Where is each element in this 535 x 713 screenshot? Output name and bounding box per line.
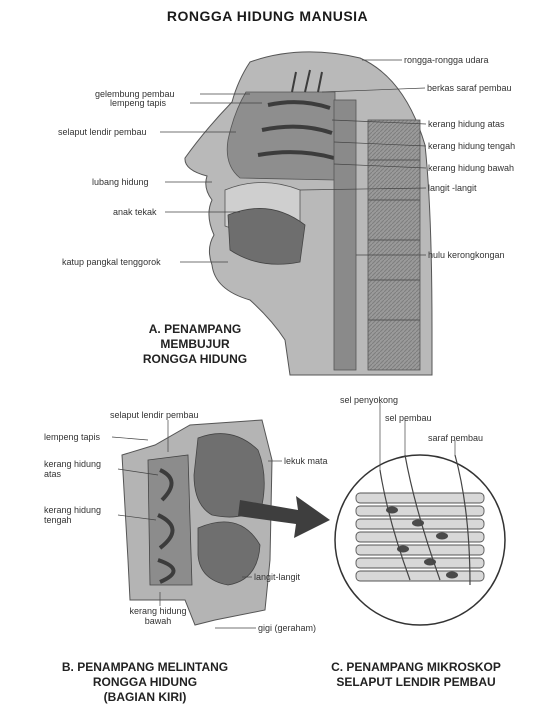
label-c-saraf-pembau: saraf pembau: [428, 433, 483, 443]
caption-c-line1: C. PENAMPANG MIKROSKOP: [300, 660, 532, 675]
caption-c: C. PENAMPANG MIKROSKOP SELAPUT LENDIR PE…: [300, 660, 532, 690]
label-lubang-hidung: lubang hidung: [92, 177, 149, 187]
caption-b-line2: RONGGA HIDUNG: [30, 675, 260, 690]
spine: [368, 120, 420, 370]
label-b-kerang-hidung-bawah: kerang hidung bawah: [118, 606, 198, 626]
caption-c-line2: SELAPUT LENDIR PEMBAU: [300, 675, 532, 690]
label-lempeng-tapis: lempeng tapis: [110, 98, 166, 108]
cell-layer: [356, 545, 484, 555]
label-b-lekuk-mata: lekuk mata: [284, 456, 328, 466]
label-langit-langit: langit -langit: [428, 183, 477, 193]
label-kerang-hidung-atas: kerang hidung atas: [428, 119, 505, 129]
cell-nucleus: [436, 533, 448, 540]
label-b-lempeng-tapis: lempeng tapis: [44, 432, 100, 442]
label-katup-pangkal-tenggorok: katup pangkal tenggorok: [62, 257, 161, 267]
caption-a: A. PENAMPANG MEMBUJUR RONGGA HIDUNG: [100, 322, 290, 367]
pharynx: [334, 100, 356, 370]
cell-layer: [356, 571, 484, 581]
caption-b-line3: (BAGIAN KIRI): [30, 690, 260, 705]
label-anak-tekak: anak tekak: [113, 207, 157, 217]
caption-b: B. PENAMPANG MELINTANG RONGGA HIDUNG (BA…: [30, 660, 260, 705]
label-hulu-kerongkongan: hulu kerongkongan: [428, 250, 505, 260]
microscope-view: [335, 455, 505, 625]
label-c-sel-pembau: sel pembau: [385, 413, 432, 423]
label-b-gigi-geraham: gigi (geraham): [258, 623, 316, 633]
label-b-kerang-hidung-atas: kerang hidung atas: [44, 459, 120, 479]
caption-b-line1: B. PENAMPANG MELINTANG: [30, 660, 260, 675]
label-rongga-rongga-udara: rongga-rongga udara: [404, 55, 489, 65]
label-c-sel-penyokong: sel penyokong: [340, 395, 398, 405]
cell-nucleus: [446, 572, 458, 579]
cell-layer: [356, 558, 484, 568]
caption-a-line1: A. PENAMPANG: [100, 322, 290, 337]
label-kerang-hidung-bawah: kerang hidung bawah: [428, 163, 514, 173]
label-b-selaput-lendir-pembau: selaput lendir pembau: [110, 410, 199, 420]
caption-a-line2: MEMBUJUR: [100, 337, 290, 352]
label-berkas-saraf-pembau: berkas saraf pembau: [427, 83, 512, 93]
caption-a-line3: RONGGA HIDUNG: [100, 352, 290, 367]
label-kerang-hidung-tengah: kerang hidung tengah: [428, 141, 515, 151]
label-b-langit-langit: langit-langit: [254, 572, 300, 582]
cell-layer: [356, 532, 484, 542]
coronal-section: [122, 420, 330, 625]
label-b-kerang-hidung-tengah: kerang hidung tengah: [44, 505, 120, 525]
label-selaput-lendir-pembau: selaput lendir pembau: [58, 127, 147, 137]
